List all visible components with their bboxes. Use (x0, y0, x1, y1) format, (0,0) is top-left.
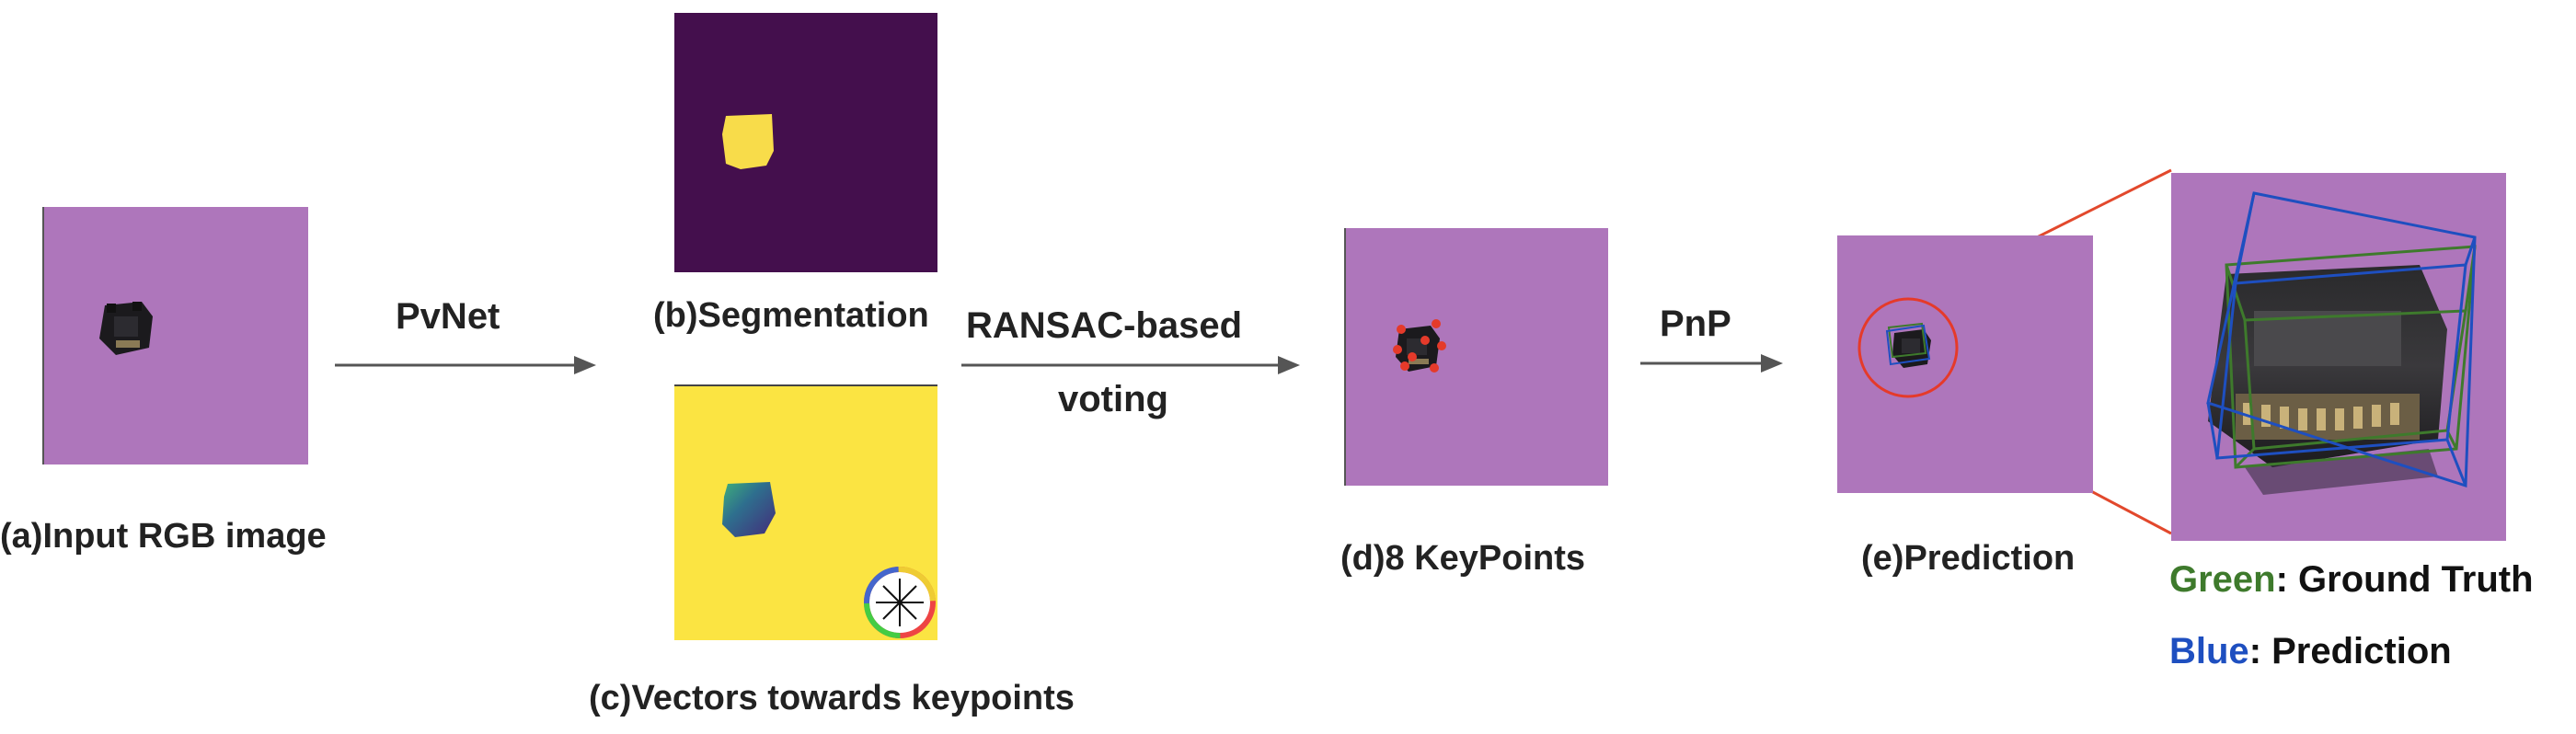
color-wheel-icon (864, 567, 936, 638)
keypoint-markers (1393, 319, 1446, 373)
prediction-image (1837, 235, 2093, 493)
input-object (99, 302, 153, 355)
arrow-label-ransac-line2: voting (1058, 379, 1168, 419)
caption-input: (a)Input RGB image (0, 517, 327, 556)
caption-segmentation: (b)Segmentation (653, 296, 929, 335)
caption-prediction: (e)Prediction (1861, 539, 2076, 578)
zoomed-prediction-image (2171, 173, 2506, 541)
vector-field-drawing (722, 482, 936, 638)
legend-green-text: : Ground Truth (2275, 559, 2534, 600)
arrow-label-pnp: PnP (1660, 304, 1731, 344)
legend-blue-word: Blue (2169, 631, 2249, 671)
prediction-box (2206, 191, 2477, 488)
segmentation-image (674, 13, 937, 272)
legend-green-word: Green (2169, 559, 2276, 600)
input-rgb-image (42, 207, 308, 464)
vector-field-image (674, 384, 937, 640)
legend-blue-text: : Prediction (2248, 631, 2452, 671)
keypoints-drawing (1393, 319, 1446, 373)
arrow-ransac (961, 356, 1300, 374)
arrow-label-ransac-line1: RANSAC-based (966, 305, 1243, 346)
caption-keypoints: (d)8 KeyPoints (1340, 539, 1586, 578)
keypoints-image (1344, 228, 1608, 486)
segmentation-mask (722, 114, 774, 169)
arrow-label-pvnet: PvNet (396, 296, 500, 337)
arrow-pvnet (335, 356, 596, 374)
zoomed-prediction-drawing (2206, 191, 2477, 495)
caption-vectors: (c)Vectors towards keypoints (589, 679, 1075, 717)
prediction-drawing (1857, 297, 1959, 398)
arrow-pnp (1640, 354, 1783, 373)
legend-prediction: Blue: Prediction (2169, 631, 2452, 672)
legend-ground-truth: Green: Ground Truth (2169, 559, 2534, 601)
